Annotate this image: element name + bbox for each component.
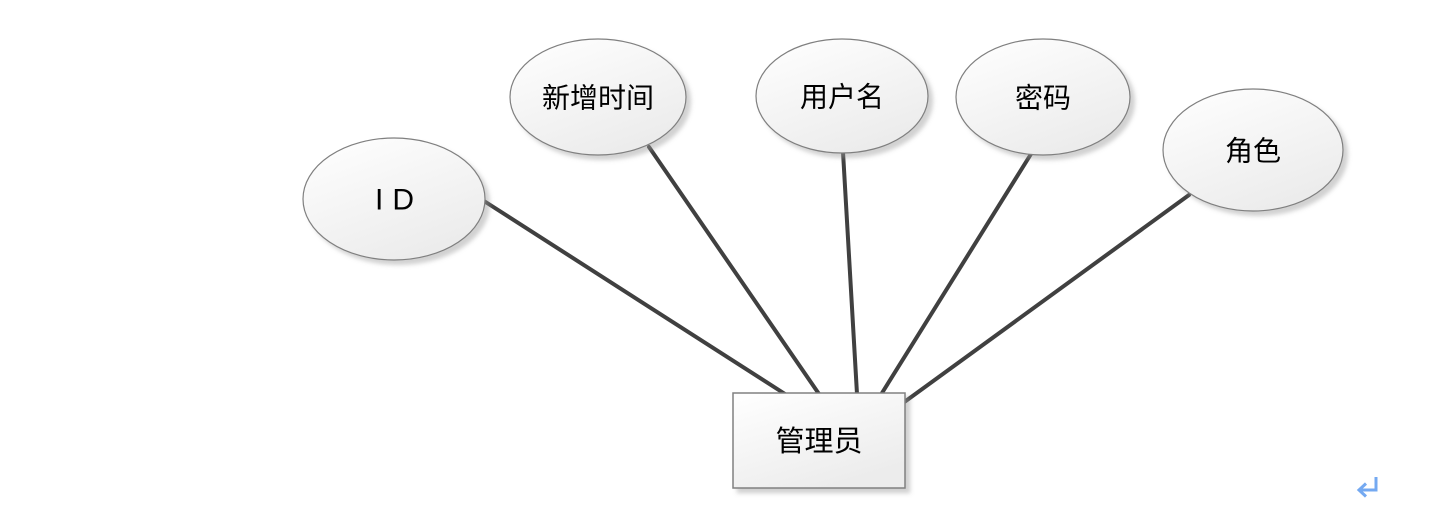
attribute-label-add-time: 新增时间 <box>542 82 654 115</box>
attribute-label-password: 密码 <box>1015 82 1071 115</box>
attribute-ellipse-password: 密码 <box>955 38 1131 156</box>
entity-label-admin: 管理员 <box>775 424 862 458</box>
attribute-ellipse-id: ID <box>302 137 486 261</box>
entity-rectangle-admin: 管理员 <box>732 392 906 489</box>
connector-line-add-time <box>647 145 821 396</box>
return-arrow-icon <box>1356 477 1378 498</box>
attribute-label-role: 角色 <box>1225 135 1281 168</box>
connector-line-id <box>482 199 787 396</box>
attribute-ellipse-add-time: 新增时间 <box>509 38 687 156</box>
connector-lines <box>482 145 1191 405</box>
connector-line-username <box>841 150 859 396</box>
attribute-ellipse-username: 用户名 <box>755 38 929 154</box>
attribute-label-username: 用户名 <box>800 81 884 114</box>
connector-line-password <box>880 152 1033 395</box>
attribute-label-id: ID <box>375 184 423 217</box>
attribute-ellipse-role: 角色 <box>1162 88 1344 212</box>
connector-line-role <box>901 193 1191 405</box>
